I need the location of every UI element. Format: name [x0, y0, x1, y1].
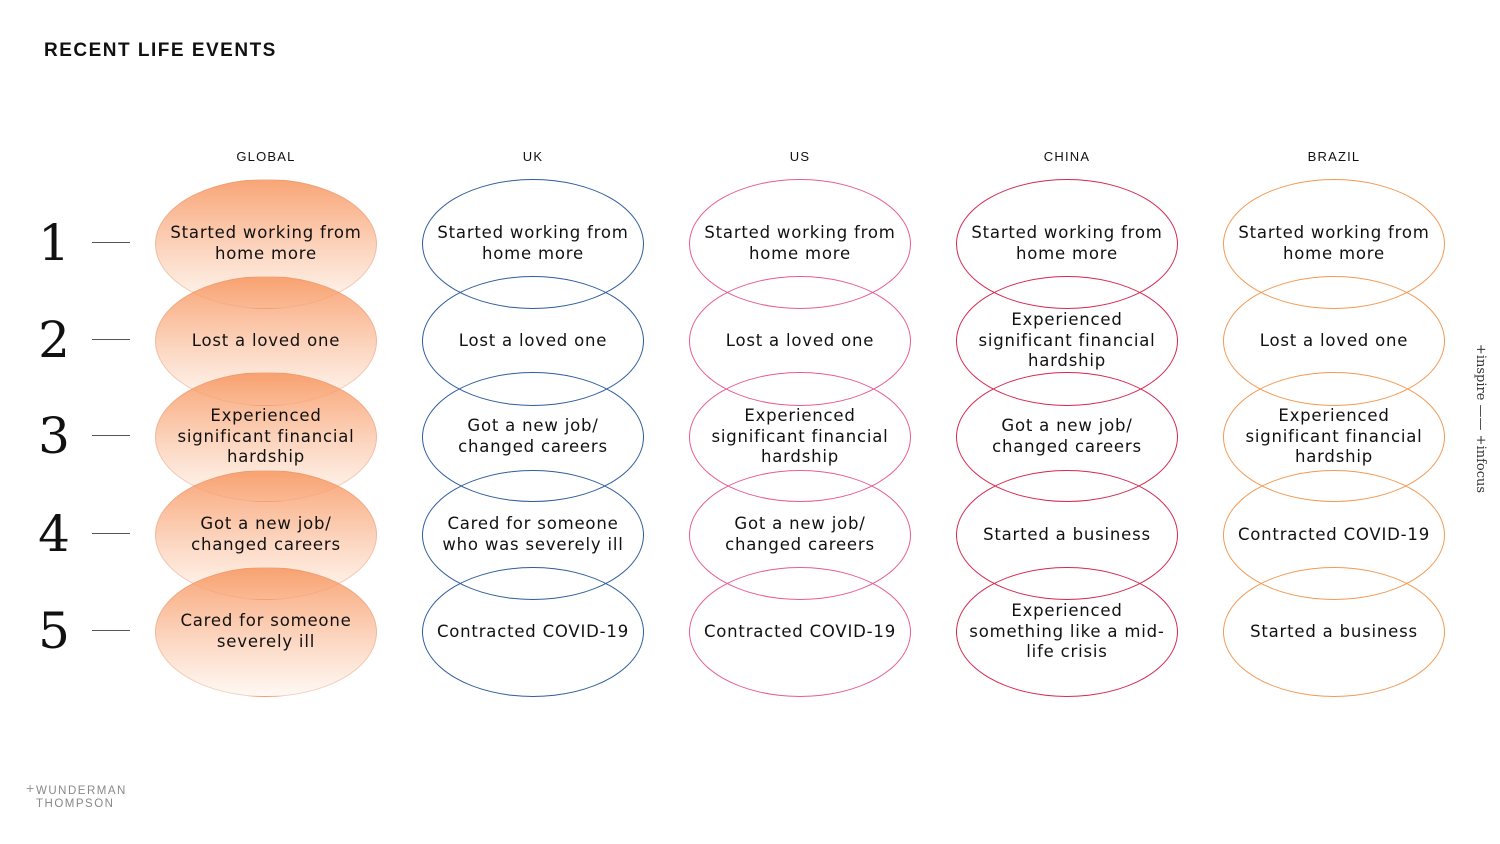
event-label-global-1: Started working from home more: [170, 223, 362, 263]
side-brand: +inspire —— +infocus: [1470, 343, 1492, 492]
event-label-brazil-1: Started working from home more: [1238, 223, 1430, 263]
rank-number-1: 1: [38, 214, 70, 272]
event-label-china-1: Started working from home more: [971, 223, 1163, 263]
event-label-uk-4: Cared for someone who was severely ill: [442, 514, 624, 554]
column-header-uk: UK: [522, 149, 544, 164]
event-label-uk-2: Lost a loved one: [458, 330, 608, 350]
rank-number-2: 2: [38, 311, 70, 369]
event-label-global-4: Got a new job/ changed careers: [191, 514, 341, 554]
event-label-us-5: Contracted COVID-19: [703, 621, 897, 641]
event-label-brazil-5: Started a business: [1250, 621, 1418, 641]
event-label-china-4: Started a business: [983, 524, 1151, 544]
event-ellipse-global-5: [155, 567, 377, 697]
event-ellipse-brazil-5: [1223, 567, 1445, 697]
event-label-uk-3: Got a new job/ changed careers: [458, 416, 608, 456]
column-header-china: CHINA: [1043, 149, 1091, 164]
column-header-global: GLOBAL: [236, 149, 296, 164]
event-label-brazil-3: Experienced significant financial hardsh…: [1245, 406, 1423, 467]
event-label-us-3: Experienced significant financial hardsh…: [711, 406, 889, 467]
rank-connector-line: [92, 630, 130, 631]
rank-connector-line: [92, 242, 130, 243]
column-header-brazil: BRAZIL: [1307, 149, 1361, 164]
rank-connector-line: [92, 339, 130, 340]
page-title: RECENT LIFE EVENTS: [44, 40, 277, 61]
logo-line-1: WUNDERMAN: [36, 785, 127, 797]
event-ellipse-china-5: [956, 567, 1178, 697]
column-header-us: US: [789, 149, 811, 164]
rank-number-3: 3: [38, 407, 70, 465]
event-label-china-2: Experienced significant financial hardsh…: [978, 310, 1156, 371]
event-label-global-2: Lost a loved one: [191, 330, 341, 350]
company-logo: + WUNDERMAN THOMPSON: [26, 780, 127, 810]
event-label-uk-5: Contracted COVID-19: [436, 621, 630, 641]
side-brand-text: +inspire —— +infocus: [1473, 343, 1489, 493]
logo-line-2: THOMPSON: [36, 797, 115, 810]
event-ellipse-uk-5: [422, 567, 644, 697]
rank-number-4: 4: [38, 505, 70, 563]
event-label-global-3: Experienced significant financial hardsh…: [177, 406, 355, 467]
rank-connector-line: [92, 533, 130, 534]
event-label-china-5: Experienced something like a mid-life cr…: [969, 601, 1165, 662]
event-label-brazil-2: Lost a loved one: [1259, 330, 1409, 350]
event-label-us-4: Got a new job/ changed careers: [725, 514, 875, 554]
event-label-brazil-4: Contracted COVID-19: [1237, 524, 1431, 544]
event-label-china-3: Got a new job/ changed careers: [992, 416, 1142, 456]
rank-number-5: 5: [38, 602, 70, 660]
event-label-us-2: Lost a loved one: [725, 330, 875, 350]
logo-plus-icon: +: [26, 780, 36, 796]
event-label-uk-1: Started working from home more: [437, 223, 629, 263]
event-ellipse-us-5: [689, 567, 911, 697]
event-label-us-1: Started working from home more: [704, 223, 896, 263]
rank-connector-line: [92, 435, 130, 436]
event-label-global-5: Cared for someone severely ill: [180, 611, 352, 651]
